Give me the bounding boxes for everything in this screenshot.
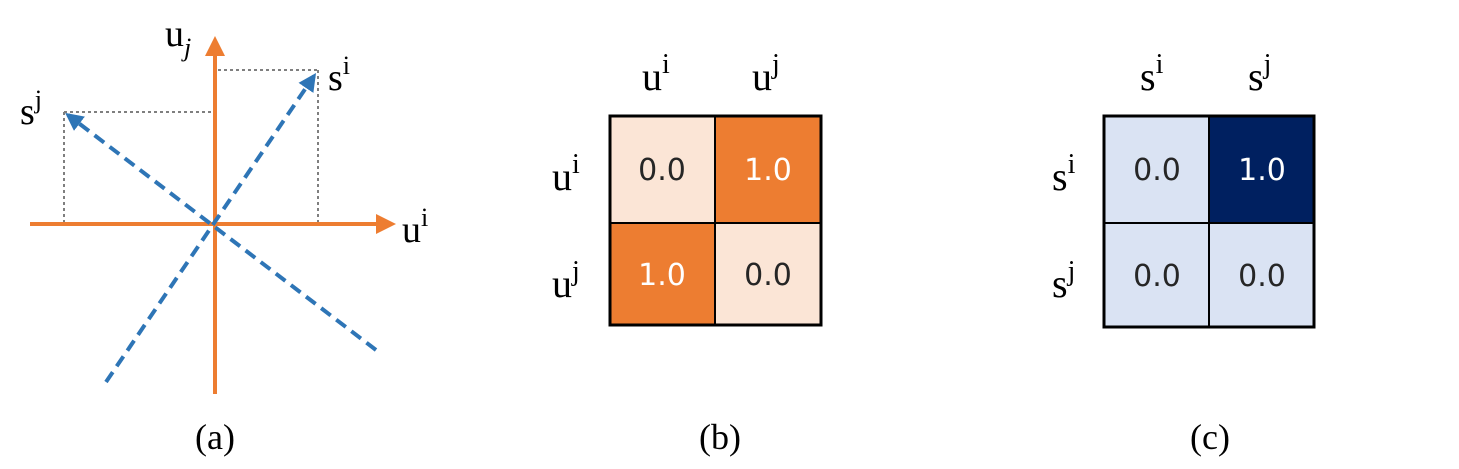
panel-a-caption: (a)	[195, 417, 235, 457]
panel-c-cell-value: 1.0	[1238, 153, 1286, 188]
label-axis-ui: ui	[402, 203, 428, 251]
panel-c-cell-value: 0.0	[1238, 259, 1286, 294]
panel-c-cell	[1208, 222, 1315, 328]
panel-c-cell	[1208, 115, 1315, 224]
panel-b-border	[608, 114, 823, 327]
panel-c-cell-value: 0.0	[1133, 259, 1181, 294]
label-vector-si: si	[328, 51, 350, 99]
panel-b-row-header: ui	[552, 149, 580, 199]
panel-c-row-header: si	[1052, 149, 1076, 199]
panel-a-vector-diagram: uj ui si sj (a)	[20, 13, 428, 457]
panel-c-matrix: si sj si sj 0.0 1.0 0.0 0.0 (c)	[1052, 49, 1316, 457]
panel-b-row-header: uj	[552, 256, 580, 306]
vector-si	[104, 73, 317, 384]
vector-sj	[65, 112, 378, 352]
panel-c-col-header: sj	[1248, 49, 1271, 99]
panel-c-caption: (c)	[1190, 417, 1230, 457]
label-vector-sj: sj	[20, 85, 42, 133]
panel-b-cell-value: 1.0	[744, 153, 792, 188]
panel-b-cell-value: 1.0	[638, 258, 686, 293]
panel-b-matrix: ui uj ui uj 0.0 1.0 1.0 0.0 (b)	[552, 49, 823, 457]
panel-b-cell-value: 0.0	[744, 258, 792, 293]
panel-c-cell	[1103, 115, 1210, 224]
panel-c-cell	[1103, 222, 1210, 328]
panel-c-col-header: si	[1140, 49, 1164, 99]
panel-b-cell-value: 0.0	[638, 153, 686, 188]
label-axis-uj: uj	[165, 13, 191, 62]
panel-b-col-header: ui	[642, 49, 670, 99]
panel-b-col-header: uj	[752, 49, 780, 99]
panel-c-row-header: sj	[1052, 256, 1075, 306]
panel-c-cell-value: 0.0	[1133, 153, 1181, 188]
panel-b-caption: (b)	[699, 417, 741, 457]
panel-c-border	[1102, 114, 1316, 329]
panel-b-cell	[609, 115, 716, 224]
